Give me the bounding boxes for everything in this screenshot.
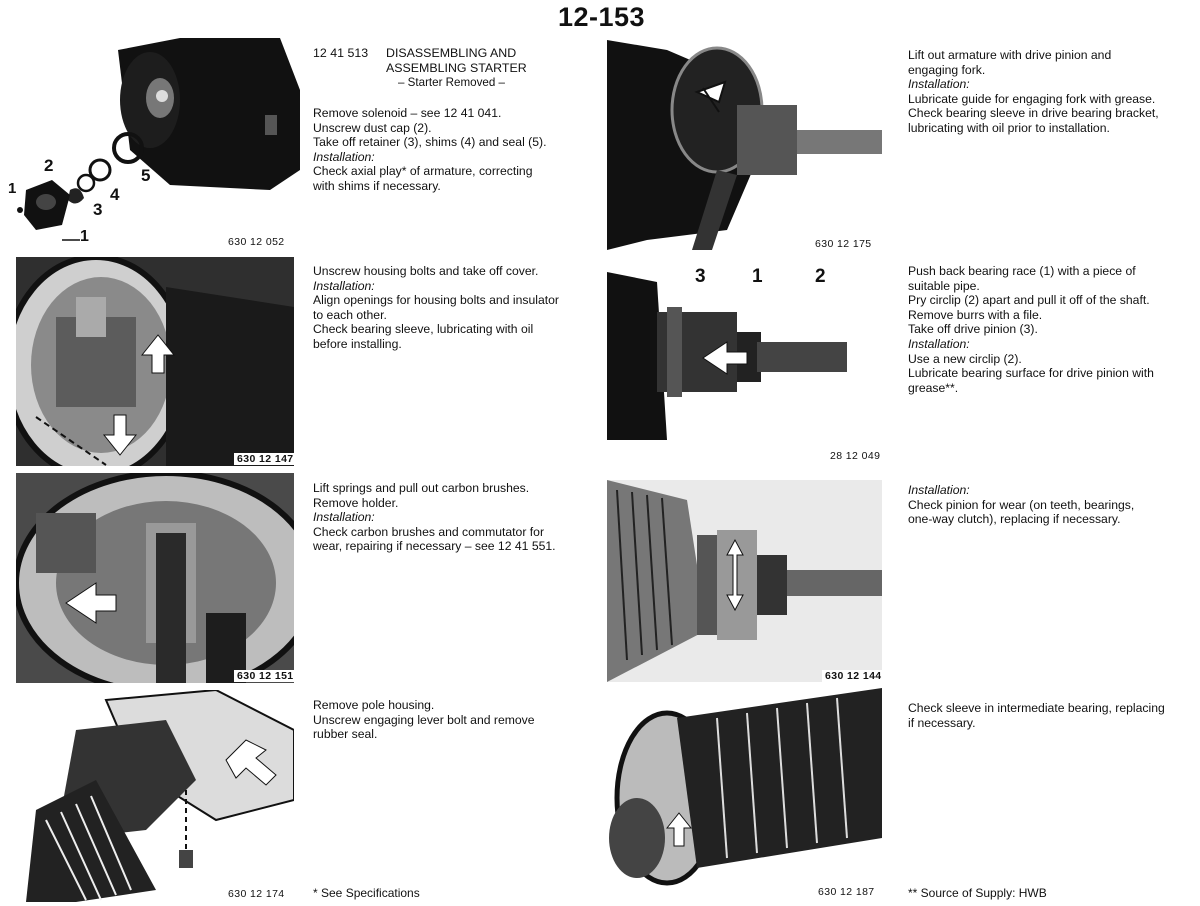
text-block-right-3: Installation: Check pinion for wear (on … xyxy=(908,483,1134,527)
figure-ref: 630 12 147 xyxy=(234,453,297,465)
text-line: Unscrew housing bolts and take off cover… xyxy=(313,264,539,278)
procedure-title: DISASSEMBLING AND ASSEMBLING STARTER xyxy=(386,46,527,75)
figure-carbon-brushes xyxy=(16,473,294,683)
installation-label: Installation: xyxy=(313,278,375,293)
text-line: Unscrew dust cap (2). xyxy=(313,120,432,135)
text-line: Remove solenoid – see 12 41 041. xyxy=(313,106,502,120)
installation-label: Installation: xyxy=(908,483,970,497)
figure-housing-cover xyxy=(16,257,294,466)
text-line: Take off retainer (3), shims (4) and sea… xyxy=(313,135,547,150)
figure-exploded-starter: 1 2 3 4 5 1 xyxy=(0,30,300,252)
text-line: with shims if necessary. xyxy=(313,178,441,193)
text-line: Lift out armature with drive pinion and xyxy=(908,48,1112,62)
figure-ref: 630 12 175 xyxy=(815,238,872,250)
text-line: one-way clutch), replacing if necessary. xyxy=(908,512,1121,527)
text-line: Check bearing sleeve, lubricating with o… xyxy=(313,322,534,337)
procedure-subtitle: – Starter Removed – xyxy=(398,76,505,89)
text-line: Lubricate bearing surface for drive pini… xyxy=(908,366,1154,381)
text-line: Align openings for housing bolts and ins… xyxy=(313,293,559,308)
figure-ref: 630 12 187 xyxy=(818,886,875,898)
figure-ref: 28 12 049 xyxy=(830,450,881,462)
text-block-left-2: Unscrew housing bolts and take off cover… xyxy=(313,264,559,352)
text-line: grease**. xyxy=(908,380,959,395)
text-line: Lubricate guide for engaging fork with g… xyxy=(908,91,1156,106)
procedure-title-line2: ASSEMBLING STARTER xyxy=(386,60,527,75)
callout-1-bottom: 1 xyxy=(80,228,89,245)
text-line: Remove pole housing. xyxy=(313,698,435,712)
text-line: suitable pipe. xyxy=(908,278,980,293)
text-line: Pry circlip (2) apart and pull it off of… xyxy=(908,293,1150,308)
text-block-left-3: Lift springs and pull out carbon brushes… xyxy=(313,481,556,554)
installation-label: Installation: xyxy=(313,149,375,164)
callout-1: 1 xyxy=(752,266,763,287)
text-line: Check carbon brushes and commutator for xyxy=(313,524,544,539)
text-line: Lift springs and pull out carbon brushes… xyxy=(313,481,530,495)
text-block-right-2: Push back bearing race (1) with a piece … xyxy=(908,264,1154,395)
text-block-left-4: Remove pole housing. Unscrew engaging le… xyxy=(313,698,535,742)
figure-intermediate-bearing xyxy=(607,688,882,888)
figure-ref: 630 12 052 xyxy=(228,236,285,248)
installation-label: Installation: xyxy=(908,336,970,351)
footnote-source-of-supply: ** Source of Supply: HWB xyxy=(908,886,1047,900)
figure-pole-housing xyxy=(16,690,294,902)
text-line: to each other. xyxy=(313,307,387,322)
text-block-left-1: Remove solenoid – see 12 41 041. Unscrew… xyxy=(313,106,546,194)
page-number: 12-153 xyxy=(558,2,646,32)
text-line: Push back bearing race (1) with a piece … xyxy=(908,264,1136,278)
text-line: before installing. xyxy=(313,336,402,351)
callout-3: 3 xyxy=(695,266,706,287)
callout-3: 3 xyxy=(93,200,103,219)
procedure-number: 12 41 513 xyxy=(313,46,369,60)
installation-label: Installation: xyxy=(908,77,970,92)
text-line: engaging fork. xyxy=(908,62,986,77)
footnote-specifications: * See Specifications xyxy=(313,886,420,900)
text-line: Check bearing sleeve in drive bearing br… xyxy=(908,106,1159,121)
text-block-right-4: Check sleeve in intermediate bearing, re… xyxy=(908,701,1165,730)
figure-drive-pinion: 3 1 2 xyxy=(607,262,882,440)
procedure-title-line1: DISASSEMBLING AND xyxy=(386,46,517,60)
text-line: rubber seal. xyxy=(313,727,378,742)
figure-ref: 630 12 151 xyxy=(234,670,297,682)
text-line: Check axial play* of armature, correctin… xyxy=(313,164,533,179)
text-line: Remove holder. xyxy=(313,495,399,510)
installation-label: Installation: xyxy=(313,510,375,525)
text-line: lubricating with oil prior to installati… xyxy=(908,120,1110,135)
text-line: Unscrew engaging lever bolt and remove xyxy=(313,712,535,727)
figure-ref: 630 12 144 xyxy=(822,670,885,682)
text-line: Check sleeve in intermediate bearing, re… xyxy=(908,701,1165,715)
callout-2: 2 xyxy=(44,156,54,175)
callout-1: 1 xyxy=(8,180,17,197)
figure-ref: 630 12 174 xyxy=(228,888,285,900)
text-line: Take off drive pinion (3). xyxy=(908,322,1038,337)
figure-armature-fork xyxy=(607,40,882,250)
text-line: if necessary. xyxy=(908,715,976,730)
text-line: Remove burrs with a file. xyxy=(908,307,1043,322)
text-block-right-1: Lift out armature with drive pinion and … xyxy=(908,48,1159,136)
text-line: wear, repairing if necessary – see 12 41… xyxy=(313,539,556,554)
text-line: Check pinion for wear (on teeth, bearing… xyxy=(908,497,1135,512)
callout-4: 4 xyxy=(110,185,120,204)
callout-2: 2 xyxy=(815,266,826,287)
callout-5: 5 xyxy=(141,166,151,185)
figure-pinion-check xyxy=(607,480,882,682)
text-line: Use a new circlip (2). xyxy=(908,351,1022,366)
